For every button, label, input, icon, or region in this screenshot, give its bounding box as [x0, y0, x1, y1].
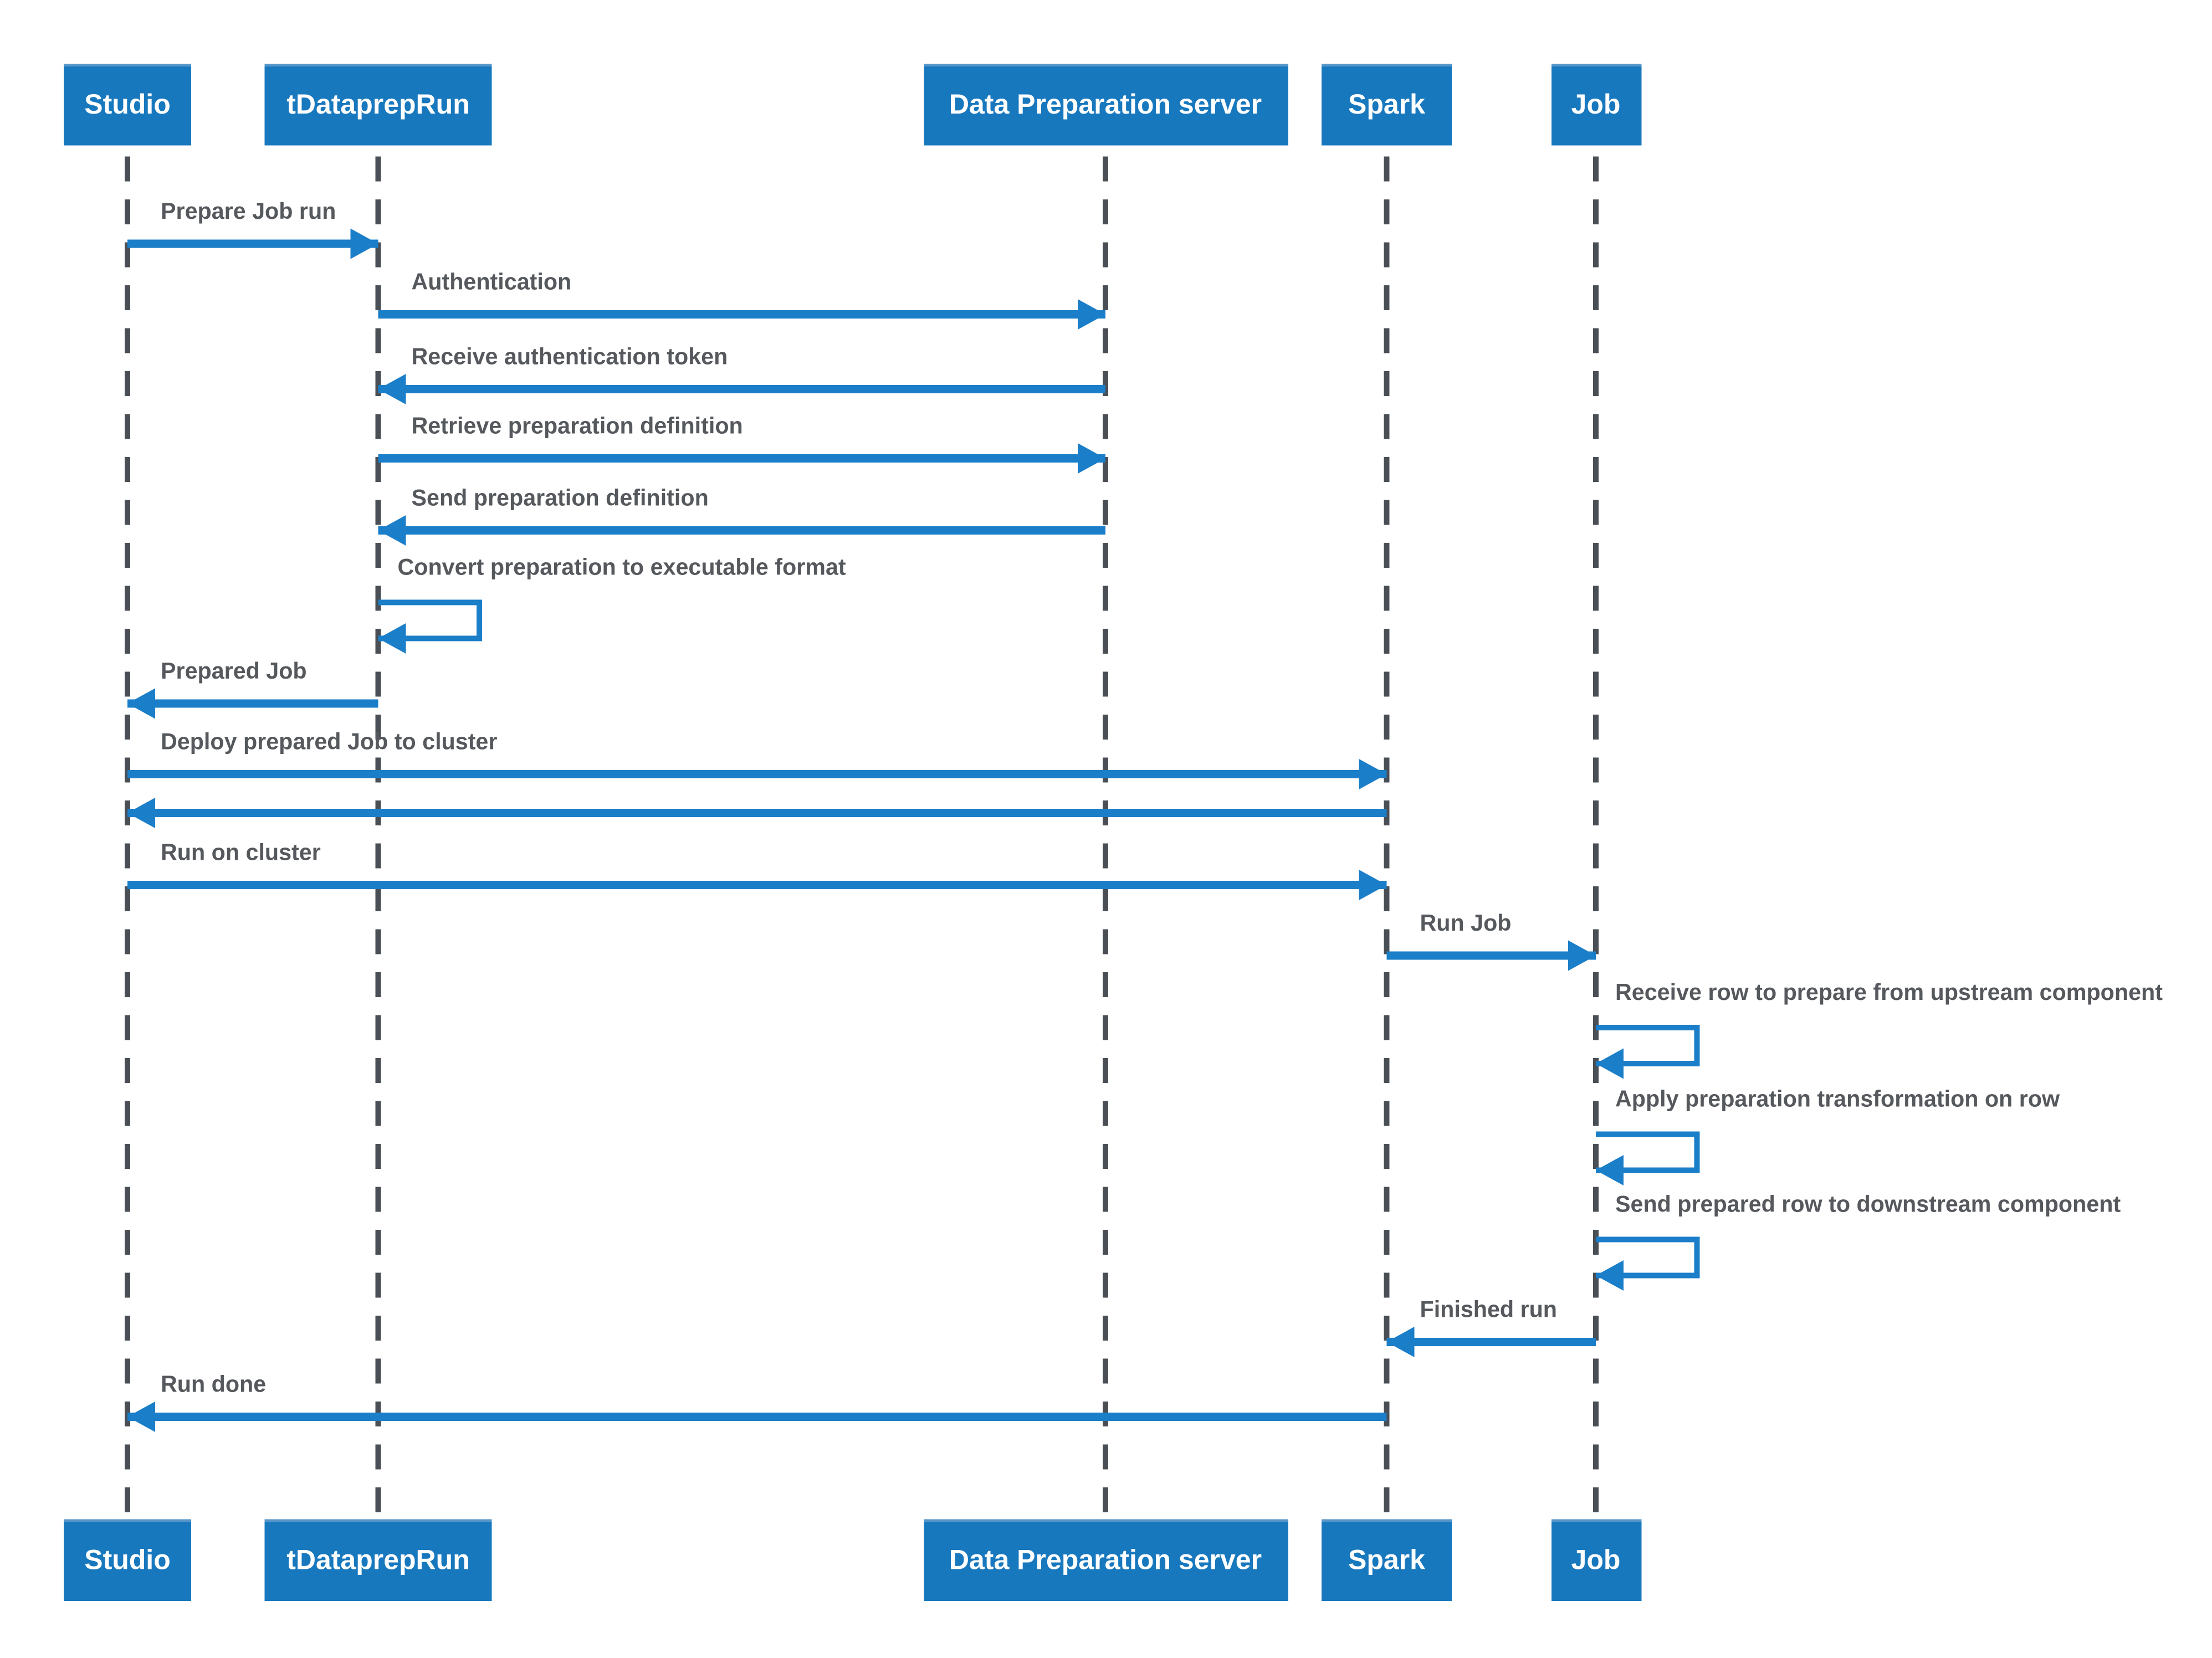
message-label: Send preparation definition [411, 486, 709, 511]
arrow-head [378, 374, 406, 404]
self-message-loop [1596, 1025, 1700, 1066]
arrow-head [1596, 1155, 1624, 1185]
actor-box-bottom-studio: Studio [64, 1519, 191, 1601]
message-arrow [378, 454, 1105, 463]
message-arrow [1386, 1338, 1596, 1346]
message-arrow [127, 809, 1387, 817]
arrow-head [127, 1402, 155, 1432]
arrow-head [1359, 759, 1387, 789]
message-label: Retrieve preparation definition [411, 414, 743, 439]
lifeline-server [1103, 156, 1108, 1514]
actor-box-top-job: Job [1550, 64, 1641, 146]
message-label: Run Job [1420, 911, 1512, 936]
message-label: Finished run [1420, 1297, 1558, 1323]
message-label: Convert preparation to executable format [397, 555, 846, 581]
self-message-loop [1596, 1236, 1700, 1279]
message-label: Authentication [411, 270, 572, 295]
actor-box-bottom-tdatapreprun: tDataprepRun [264, 1519, 492, 1601]
message-arrow [127, 881, 1387, 889]
message-label: Receive authentication token [411, 345, 728, 370]
message-arrow [127, 1413, 1387, 1421]
message-arrow [1386, 951, 1596, 960]
message-label: Prepare Job run [161, 199, 336, 224]
message-label: Run on cluster [161, 840, 321, 866]
arrow-head [1386, 1327, 1415, 1357]
actor-box-top-server: Data Preparation server [923, 64, 1288, 146]
message-arrow [127, 699, 378, 708]
arrow-head [1078, 299, 1105, 330]
actor-box-top-studio: Studio [64, 64, 191, 146]
lifeline-job [1593, 156, 1599, 1514]
actor-box-bottom-job: Job [1550, 1519, 1641, 1601]
lifeline-tdatapreprun [375, 156, 381, 1514]
arrow-head [1568, 940, 1596, 971]
message-label: Receive row to prepare from upstream com… [1615, 981, 2163, 1005]
arrow-head [350, 228, 378, 259]
arrow-head [378, 515, 406, 546]
lifeline-studio [125, 156, 130, 1514]
arrow-head [1596, 1048, 1624, 1079]
message-arrow [127, 770, 1387, 778]
actor-box-top-spark: Spark [1322, 64, 1452, 146]
actor-box-top-tdatapreprun: tDataprepRun [264, 64, 492, 146]
message-arrow [378, 310, 1105, 319]
message-label: Prepared Job [161, 659, 307, 684]
message-label: Apply preparation transformation on row [1615, 1087, 2060, 1112]
self-message-loop [1596, 1131, 1700, 1173]
message-arrow [378, 385, 1105, 393]
arrow-head [127, 798, 155, 828]
message-label: Send prepared row to downstream componen… [1615, 1192, 2121, 1218]
arrow-head [378, 623, 406, 654]
message-arrow [127, 239, 378, 248]
lifeline-spark [1384, 156, 1390, 1514]
message-label: Deploy prepared Job to cluster [161, 730, 498, 755]
actor-box-bottom-spark: Spark [1322, 1519, 1452, 1601]
actor-box-bottom-server: Data Preparation server [923, 1519, 1288, 1601]
arrow-head [1359, 870, 1387, 900]
arrow-head [1596, 1260, 1624, 1291]
arrow-head [1078, 443, 1105, 474]
message-arrow [378, 526, 1105, 535]
arrow-head [127, 688, 155, 719]
self-message-loop [378, 599, 482, 641]
message-label: Run done [161, 1372, 267, 1398]
